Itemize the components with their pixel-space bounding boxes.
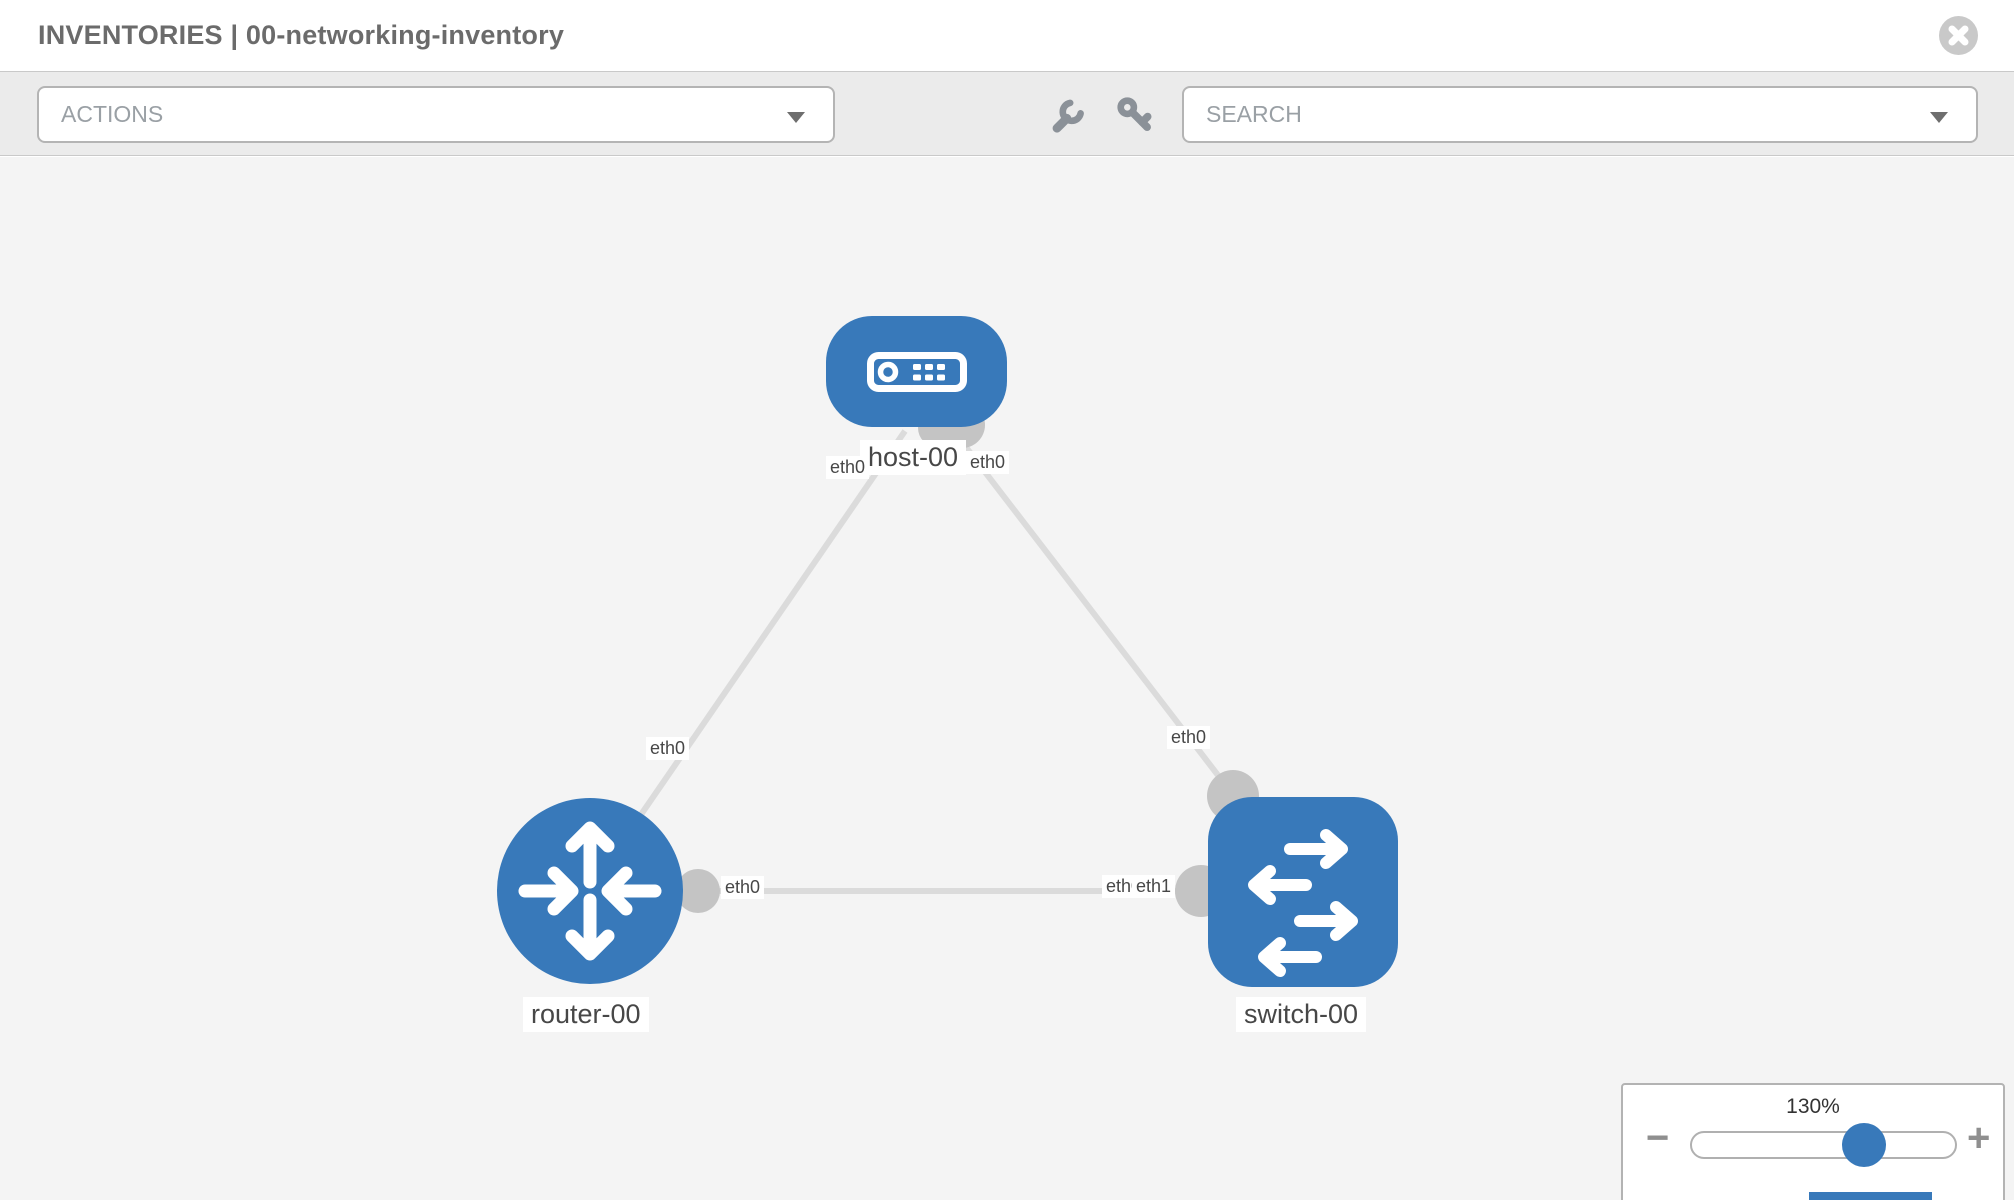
key-icon[interactable]: [1113, 93, 1157, 137]
zoom-percent-label: 130%: [1786, 1095, 1840, 1118]
chevron-down-icon: [787, 112, 805, 123]
host-icon: [866, 351, 967, 392]
topology-links-layer: [593, 402, 1290, 917]
interface-dot-router-eth0[interactable]: [676, 869, 720, 913]
router-icon: [518, 821, 662, 961]
chevron-down-icon: [1930, 112, 1948, 123]
clipped-blue-element: [1809, 1192, 1932, 1200]
node-router-00[interactable]: [497, 798, 683, 984]
close-icon: [1948, 25, 1969, 46]
search-dropdown[interactable]: SEARCH: [1182, 86, 1978, 143]
actions-dropdown[interactable]: ACTIONS: [37, 86, 835, 143]
port-label-host-left: eth0: [826, 456, 870, 479]
port-label-switch-front: eth1: [1132, 875, 1176, 898]
close-button[interactable]: [1939, 16, 1978, 55]
port-label-router-right: eth0: [721, 876, 765, 899]
topology-canvas[interactable]: host-00 router-00 switch-00 eth0 eth0 et…: [0, 157, 2014, 1200]
toolbar: ACTIONS SEARCH: [0, 71, 2014, 156]
actions-dropdown-label: ACTIONS: [61, 101, 164, 127]
node-label-router: router-00: [523, 997, 649, 1032]
zoom-out-button[interactable]: −: [1646, 1116, 1670, 1160]
zoom-slider[interactable]: [1690, 1123, 1957, 1167]
node-label-switch: switch-00: [1236, 997, 1367, 1032]
port-label-host-right: eth0: [966, 451, 1010, 474]
page-title: INVENTORIES | 00-networking-inventory: [38, 20, 565, 50]
port-label-host-switch-link: eth0: [1167, 726, 1211, 749]
node-label-host: host-00: [860, 440, 967, 475]
wrench-icon[interactable]: [1046, 93, 1090, 137]
zoom-in-button[interactable]: +: [1967, 1116, 1991, 1160]
node-host-00[interactable]: [826, 316, 1007, 427]
switch-icon: [1248, 829, 1358, 977]
zoom-slider-handle[interactable]: [1842, 1123, 1886, 1167]
zoom-control-panel: 130% − +: [1621, 1083, 2005, 1200]
node-switch-00[interactable]: [1208, 797, 1398, 987]
search-placeholder: SEARCH: [1206, 101, 1302, 127]
port-label-host-router-link: eth0: [646, 737, 690, 760]
header: INVENTORIES | 00-networking-inventory: [0, 0, 2014, 71]
link-host-router[interactable]: [593, 429, 908, 882]
